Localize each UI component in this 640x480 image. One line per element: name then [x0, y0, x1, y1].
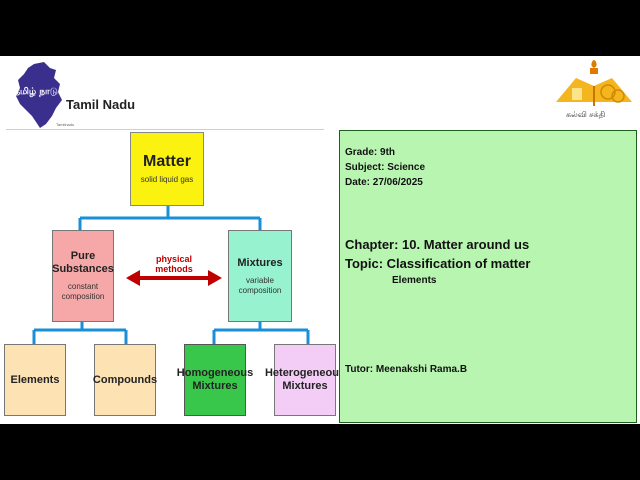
topic-text: Topic: Classification of matter	[345, 256, 531, 271]
compounds-box: Compounds	[92, 344, 158, 416]
mixtures-title: Mixtures	[237, 256, 283, 269]
subtopic-text: Elements	[392, 275, 437, 286]
heterogeneous-box: Heterogeneous Mixtures	[265, 344, 345, 416]
pure-substances-box: Pure Substances constant composition	[52, 230, 114, 322]
tutor-text: Tutor: Meenakshi Rama.B	[345, 364, 468, 375]
matter-box: Matter solid liquid gas	[130, 132, 204, 206]
logo-caption: கல்வி சக்தி	[566, 110, 606, 119]
matter-title: Matter	[142, 153, 191, 170]
info-panel: Grade: 9th Subject: Science Date: 27/06/…	[339, 130, 637, 423]
small-label: Tamilnadu	[56, 122, 75, 127]
matter-subtitle: solid liquid gas	[140, 175, 194, 184]
chapter-text: Chapter: 10. Matter around us	[345, 237, 530, 252]
subject-text: Subject: Science	[345, 162, 426, 173]
pure-subtitle: constant composition	[61, 282, 105, 301]
mixtures-box: Mixtures variable composition	[228, 230, 292, 322]
compounds-label: Compounds	[92, 373, 158, 386]
slide: தமிழ் நாடு Tamil Nadu Tamilnadu கல்வி சக…	[0, 56, 640, 424]
classification-diagram: Matter solid liquid gas Pure Substances …	[2, 130, 345, 422]
mixtures-subtitle: variable composition	[238, 275, 282, 295]
divider	[6, 129, 324, 130]
elements-label: Elements	[10, 373, 60, 386]
arrow-label: physical methods	[155, 254, 193, 274]
elements-box: Elements	[4, 344, 66, 416]
kalvi-sakthi-logo-icon	[556, 60, 632, 106]
heterogeneous-label: Heterogeneous Mixtures	[264, 367, 346, 392]
homogeneous-box: Homogeneous Mixtures	[177, 344, 253, 416]
date-text: Date: 27/06/2025	[345, 177, 423, 188]
state-name: Tamil Nadu	[66, 97, 136, 112]
homogeneous-label: Homogeneous Mixtures	[176, 367, 254, 392]
pure-title: Pure Substances	[52, 250, 114, 275]
grade-text: Grade: 9th	[345, 147, 396, 158]
tamil-nadu-map-icon: தமிழ் நாடு	[14, 62, 62, 128]
diagram-connectors	[32, 206, 310, 344]
map-text: தமிழ் நாடு	[14, 86, 58, 97]
